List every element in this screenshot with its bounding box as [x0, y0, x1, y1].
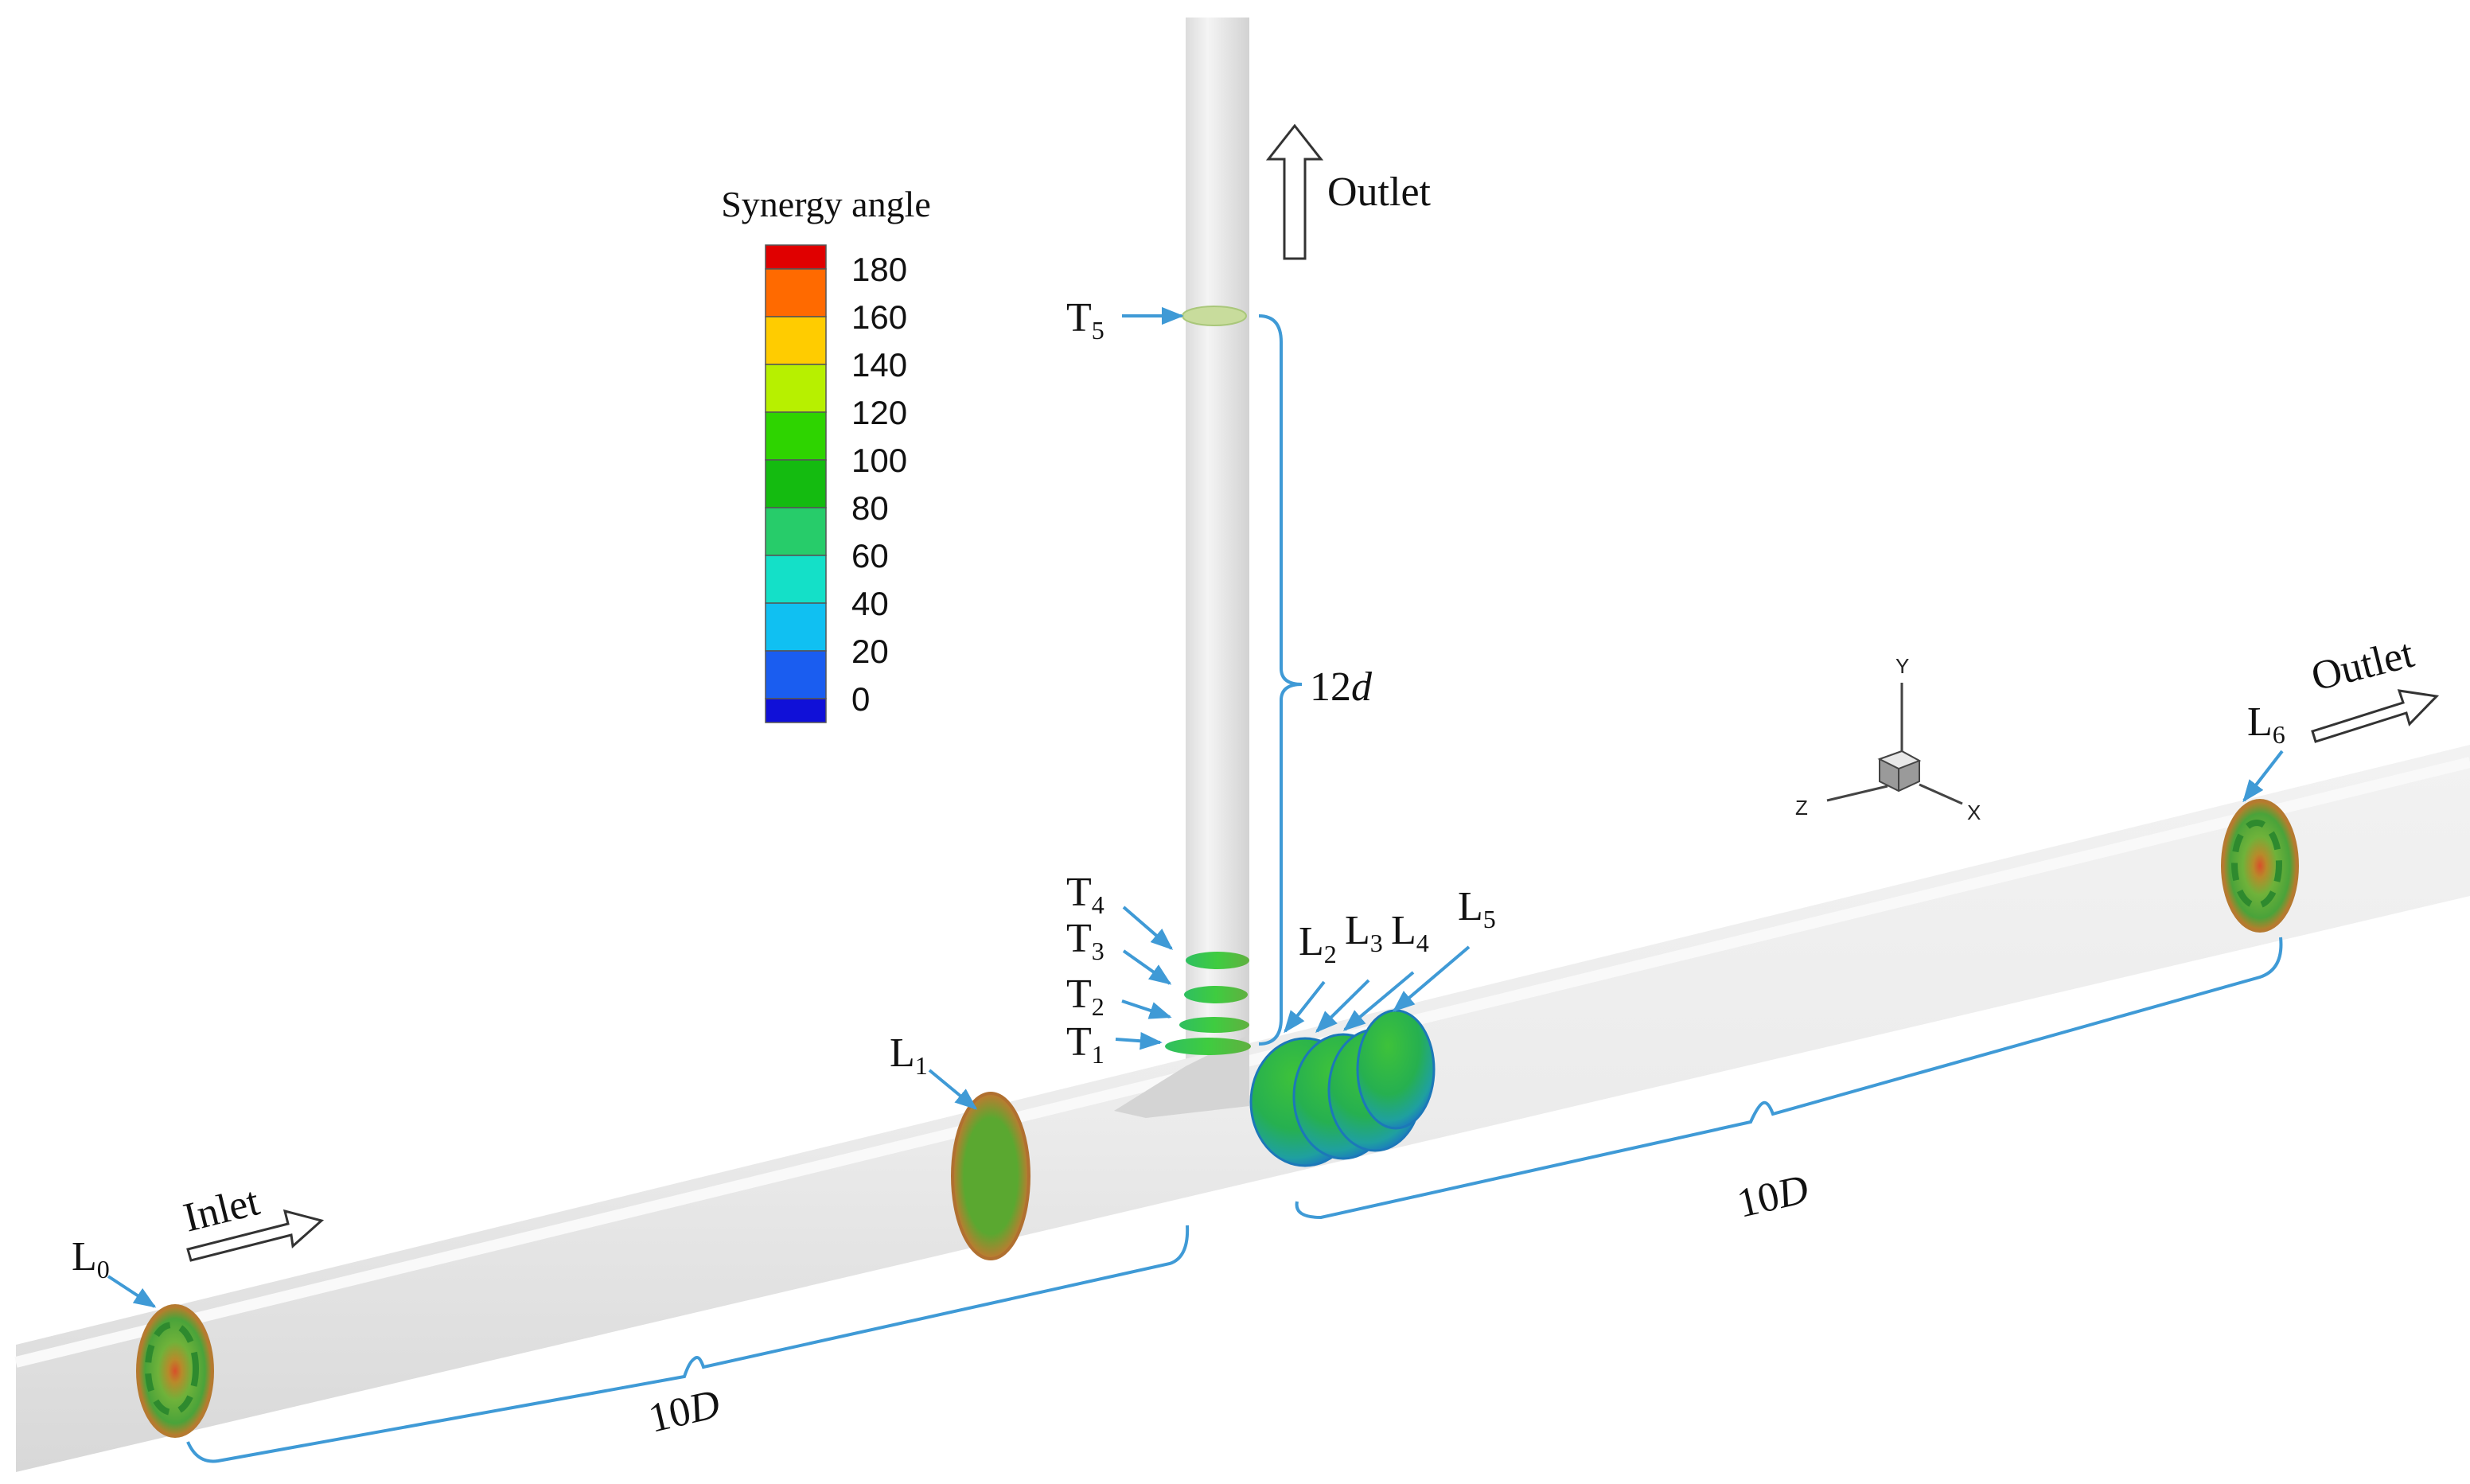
legend-tick-label: 120	[851, 394, 907, 431]
bracket-12d	[1258, 314, 1303, 1046]
arrow-t4	[1122, 906, 1174, 950]
legend-swatch	[765, 698, 827, 723]
arrow-t1	[1115, 1032, 1163, 1050]
legend-tick-label: 100	[851, 442, 907, 479]
bracket-right-10d	[1295, 937, 2283, 1220]
axis-y-label: Y	[1895, 654, 1909, 678]
section-t2	[1179, 1017, 1249, 1033]
legend-swatch	[765, 459, 827, 508]
section-t4	[1186, 952, 1249, 969]
outlet-top-arrow	[1265, 123, 1324, 260]
legend-tick-label: 180	[851, 251, 907, 288]
section-l2-l5-group	[1249, 1009, 1436, 1167]
outlet-right-arrow	[2311, 689, 2440, 743]
section-t5	[1182, 306, 1247, 326]
legend-tick-label: 60	[851, 537, 889, 575]
label-t3: T3	[1066, 916, 1104, 965]
outlet-top-label: Outlet	[1327, 169, 1432, 215]
legend-swatch	[765, 602, 827, 652]
label-t4: T4	[1066, 870, 1104, 919]
section-l1	[951, 1092, 1030, 1260]
inlet-arrow	[186, 1209, 325, 1262]
legend-swatch	[765, 244, 827, 270]
legend-swatch	[765, 507, 827, 556]
section-t3	[1184, 986, 1248, 1003]
legend-title: Synergy angle	[721, 184, 931, 224]
label-t2: T2	[1066, 972, 1104, 1021]
main-pipe	[16, 745, 2470, 1472]
outlet-right-label: Outlet	[2307, 631, 2418, 700]
legend-tick-label: 40	[851, 585, 889, 622]
dimension-brackets	[186, 314, 2283, 1463]
label-l3: L3	[1345, 908, 1383, 957]
legend-tick-label: 140	[851, 346, 907, 384]
section-l6	[2221, 799, 2299, 933]
legend-swatch	[765, 650, 827, 699]
legend-swatch	[765, 316, 827, 365]
arrow-l0	[107, 1275, 157, 1308]
junction-shadow	[1114, 1034, 1249, 1118]
legend-swatch	[765, 411, 827, 461]
label-l6: L6	[2247, 699, 2285, 749]
legend-tick-label: 20	[851, 633, 889, 670]
annotation-arrows	[107, 306, 2284, 1308]
axis-triad: Y Z X	[1795, 654, 1981, 824]
branch-pipe	[1186, 18, 1249, 1084]
dim-12d-label: 12d	[1310, 664, 1373, 710]
axis-z-label: Z	[1795, 796, 1808, 820]
label-l5: L5	[1458, 884, 1496, 933]
legend-tick-label: 80	[851, 489, 889, 527]
label-l1: L1	[890, 1030, 928, 1080]
legend-swatch	[765, 555, 827, 604]
legend-tick-labels: 180 160 140 120 100 80 60 40 20 0	[851, 251, 907, 718]
section-l0	[136, 1304, 214, 1438]
arrow-t2	[1121, 999, 1172, 1019]
legend-tick-label: 160	[851, 298, 907, 336]
bracket-left-10d	[186, 1225, 1190, 1463]
legend-swatch	[765, 364, 827, 413]
arrow-l4	[1342, 971, 1415, 1031]
label-t1: T1	[1066, 1019, 1104, 1069]
legend-colorbar	[765, 244, 827, 723]
arrow-l1	[928, 1069, 978, 1110]
label-l4: L4	[1391, 908, 1429, 957]
axis-x-label: X	[1967, 800, 1981, 824]
inlet-label: Inlet	[179, 1178, 264, 1241]
dim-left-10d-label: 10D	[645, 1381, 724, 1442]
arrow-l3	[1315, 979, 1370, 1033]
section-t1	[1165, 1038, 1251, 1055]
legend-tick-label: 0	[851, 680, 870, 718]
arrow-l5	[1392, 945, 1471, 1012]
label-t5: T5	[1066, 295, 1104, 345]
arrow-l2	[1284, 980, 1326, 1034]
legend-swatch	[765, 268, 827, 317]
label-l2: L2	[1299, 919, 1337, 968]
dim-right-10d-label: 10D	[1733, 1167, 1813, 1227]
arrow-t3	[1122, 949, 1172, 985]
label-l0: L0	[72, 1234, 110, 1283]
arrow-l6	[2242, 750, 2284, 803]
